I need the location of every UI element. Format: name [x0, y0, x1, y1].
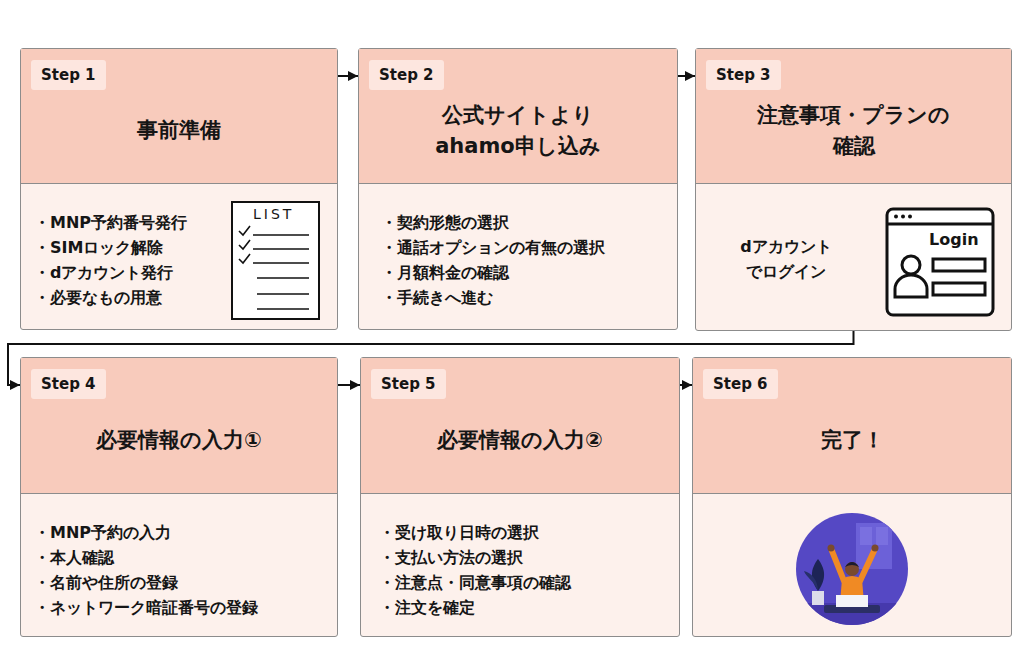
step-bullet: ・ネットワーク暗証番号の登録 — [34, 595, 327, 620]
step-title: 注意事項・プランの 確認 — [746, 100, 961, 163]
step-bullet: ・本人確認 — [34, 545, 327, 570]
celebration-illustration — [794, 511, 910, 627]
step-card: Step 3 注意事項・プランの 確認 dアカウント でログイン Login — [695, 48, 1012, 331]
step-header: Step 5 必要情報の入力② — [361, 358, 679, 494]
step-header: Step 6 完了！ — [693, 358, 1011, 494]
step-body: dアカウント でログイン — [696, 184, 1011, 328]
step-body: ・契約形態の選択・通話オプションの有無の選択・月額料金の確認・手続きへ進む — [359, 184, 677, 320]
step-tag: Step 4 — [31, 369, 106, 399]
step-bullet: ・dアカウント発行 — [34, 260, 327, 285]
step-header: Step 3 注意事項・プランの 確認 — [696, 49, 1011, 184]
step-body: ・MNP予約番号発行・SIMロック解除・dアカウント発行・必要なもの用意 — [21, 184, 337, 320]
step-tag: Step 2 — [369, 60, 444, 90]
step-header: Step 2 公式サイトより ahamo申し込み — [359, 49, 677, 184]
step-bullet: ・月額料金の確認 — [381, 260, 667, 285]
step-bullet: ・名前や住所の登録 — [34, 570, 327, 595]
step-bullet: ・注意点・同意事項の確認 — [379, 570, 669, 595]
step-card: Step 4 必要情報の入力① ・MNP予約の入力・本人確認・名前や住所の登録・ネッ… — [20, 357, 338, 637]
icon-label: LIST — [253, 206, 294, 222]
step-card: Step 2 公式サイトより ahamo申し込み・契約形態の選択・通話オプションの… — [358, 48, 678, 330]
step-tag: Step 6 — [703, 369, 778, 399]
step-card: Step 5 必要情報の入力② ・受け取り日時の選択・支払い方法の選択・注意点・同意… — [360, 357, 680, 637]
step-bullet: ・契約形態の選択 — [381, 210, 667, 235]
step-tag: Step 1 — [31, 60, 106, 90]
step-tag: Step 3 — [706, 60, 781, 90]
step-bullet: ・支払い方法の選択 — [379, 545, 669, 570]
step-bullet: ・SIMロック解除 — [34, 235, 327, 260]
login-window-icon — [885, 207, 995, 317]
step-card: Step 1 事前準備・MNP予約番号発行・SIMロック解除・dアカウント発行・必… — [20, 48, 338, 330]
step-title: 公式サイトより ahamo申し込み — [411, 100, 626, 163]
step-header: Step 4 必要情報の入力① — [21, 358, 337, 494]
step-title: 完了！ — [821, 425, 884, 457]
step-header: Step 1 事前準備 — [21, 49, 337, 184]
flow-arrow — [678, 75, 695, 77]
step-body: ・MNP予約の入力・本人確認・名前や住所の登録・ネットワーク暗証番号の登録 — [21, 494, 337, 630]
step-bullet: ・必要なもの用意 — [34, 285, 327, 310]
step-bullet: ・注文を確定 — [379, 595, 669, 620]
step-body — [693, 494, 1011, 530]
step-card: Step 6 完了！ — [692, 357, 1012, 637]
flow-arrow — [338, 384, 360, 386]
step-bullet: ・MNP予約の入力 — [34, 520, 327, 545]
step-detail: dアカウント でログイン — [716, 234, 856, 284]
step-tag: Step 5 — [371, 369, 446, 399]
icon-label: Login — [929, 230, 979, 249]
step-bullet: ・手続きへ進む — [381, 285, 667, 310]
step-bullet: ・通話オプションの有無の選択 — [381, 235, 667, 260]
step-title: 事前準備 — [137, 115, 221, 147]
step-bullet: ・受け取り日時の選択 — [379, 520, 669, 545]
flow-arrow — [338, 75, 358, 77]
step-title: 必要情報の入力① — [96, 425, 262, 457]
step-body: ・受け取り日時の選択・支払い方法の選択・注意点・同意事項の確認・注文を確定 — [361, 494, 679, 630]
step-title: 必要情報の入力② — [437, 425, 603, 457]
flow-arrow — [680, 384, 692, 386]
